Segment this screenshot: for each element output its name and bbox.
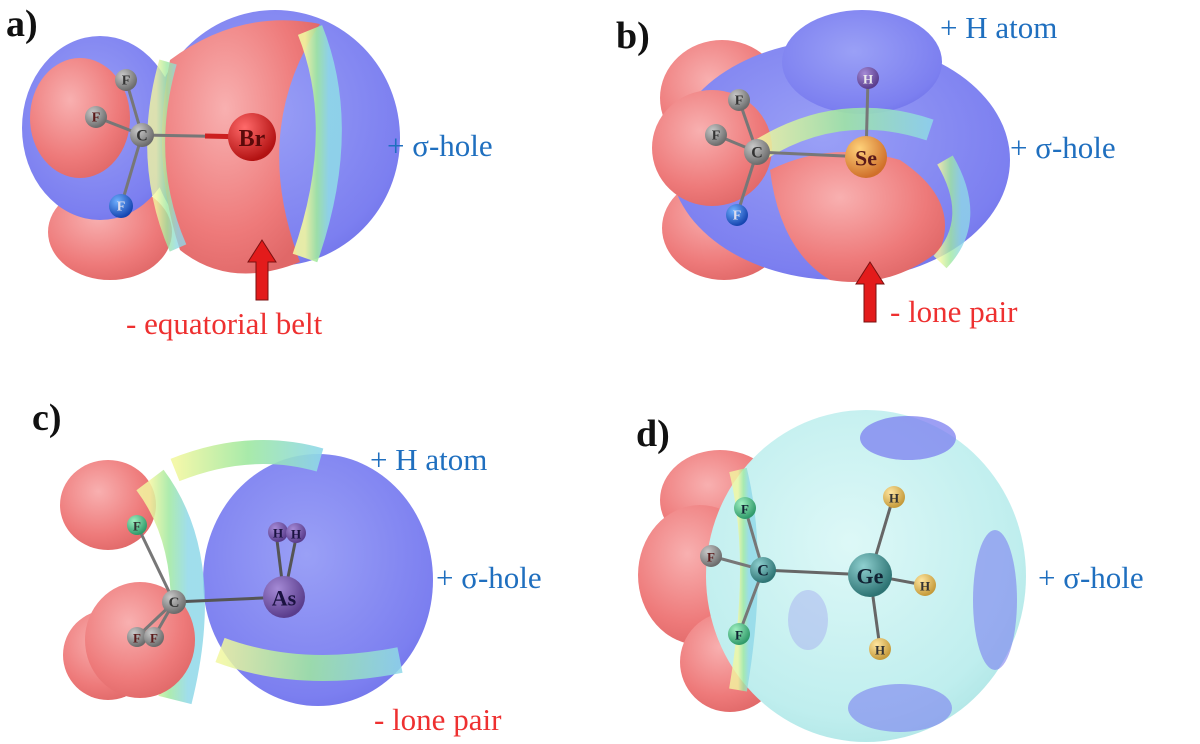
svg-text:F: F bbox=[133, 631, 141, 646]
panel-c-label: c) bbox=[32, 397, 62, 439]
panel-b-molecule: Se H C F F F bbox=[705, 67, 887, 226]
arsenic-atom: As bbox=[263, 576, 305, 618]
germanium-atom: Ge bbox=[848, 553, 892, 597]
fluorine-atom: F bbox=[109, 194, 133, 218]
fluorine-atom: F bbox=[705, 124, 727, 146]
fluorine-atom: F bbox=[127, 515, 147, 535]
sigma-hole-label: + σ-hole bbox=[436, 560, 542, 595]
svg-text:C: C bbox=[757, 563, 769, 580]
carbon-atom: C bbox=[750, 557, 776, 583]
carbon-atom: C bbox=[744, 139, 770, 165]
panel-a-molecule: Br C F F F bbox=[85, 69, 276, 218]
fluorine-atom: F bbox=[115, 69, 137, 91]
svg-text:F: F bbox=[150, 631, 158, 646]
fluorine-atom: F bbox=[127, 627, 147, 647]
svg-text:F: F bbox=[117, 200, 126, 215]
hydrogen-atom: H bbox=[286, 523, 306, 543]
sigma-hole-label: + σ-hole bbox=[1038, 560, 1144, 595]
fluorine-atom: F bbox=[144, 627, 164, 647]
svg-text:F: F bbox=[133, 519, 141, 534]
panel-b-surface bbox=[652, 10, 1010, 282]
svg-text:C: C bbox=[136, 128, 148, 145]
panel-d: d) Ge H bbox=[636, 410, 1144, 742]
bromine-atom: Br bbox=[228, 113, 276, 161]
panel-d-molecule: Ge H H H C F F bbox=[700, 486, 936, 660]
up-arrow-icon bbox=[855, 261, 885, 323]
lone-pair-label: - lone pair bbox=[890, 294, 1018, 329]
panel-a-label: a) bbox=[6, 3, 38, 45]
svg-text:H: H bbox=[291, 527, 301, 542]
panel-c-surface bbox=[60, 440, 433, 706]
hydrogen-atom: H bbox=[914, 574, 936, 596]
panel-a: a) Br C F bbox=[6, 3, 493, 341]
fluorine-atom: F bbox=[85, 106, 107, 128]
panel-c-molecule: As H H C F F F bbox=[127, 515, 306, 647]
sigma-hole-label: + σ-hole bbox=[1010, 130, 1116, 165]
panel-d-surface bbox=[638, 410, 1026, 742]
svg-text:Ge: Ge bbox=[857, 564, 884, 589]
lone-pair-label: - lone pair bbox=[374, 702, 502, 737]
svg-text:F: F bbox=[741, 502, 749, 517]
svg-text:H: H bbox=[875, 643, 885, 658]
hydrogen-atom: H bbox=[883, 486, 905, 508]
h-atom-label: + H atom bbox=[940, 10, 1057, 45]
svg-text:F: F bbox=[707, 550, 715, 565]
fluorine-atom: F bbox=[728, 89, 750, 111]
hydrogen-atom: H bbox=[857, 67, 879, 89]
svg-text:F: F bbox=[733, 209, 742, 224]
svg-text:F: F bbox=[735, 628, 743, 643]
panel-b-label: b) bbox=[616, 15, 650, 57]
fluorine-atom: F bbox=[700, 545, 722, 567]
svg-text:F: F bbox=[712, 129, 721, 144]
svg-text:H: H bbox=[920, 579, 930, 594]
panel-b: b) Se H bbox=[616, 10, 1116, 329]
svg-text:Se: Se bbox=[855, 146, 877, 171]
svg-text:F: F bbox=[92, 111, 101, 126]
fluorine-atom: F bbox=[728, 623, 750, 645]
carbon-atom: C bbox=[162, 590, 186, 614]
h-atom-label: + H atom bbox=[370, 442, 487, 477]
hydrogen-atom: H bbox=[869, 638, 891, 660]
svg-text:H: H bbox=[889, 491, 899, 506]
svg-text:F: F bbox=[122, 74, 131, 89]
selenium-atom: Se bbox=[845, 136, 887, 178]
hydrogen-atom: H bbox=[268, 522, 288, 542]
svg-text:H: H bbox=[863, 72, 873, 87]
sigma-hole-label: + σ-hole bbox=[387, 128, 493, 163]
panel-c: c) As H bbox=[32, 397, 542, 737]
svg-text:C: C bbox=[751, 145, 763, 162]
fluorine-atom: F bbox=[726, 204, 748, 226]
equatorial-belt-label: - equatorial belt bbox=[126, 306, 323, 341]
svg-text:H: H bbox=[273, 526, 283, 541]
panel-a-surface bbox=[22, 10, 400, 280]
fluorine-atom: F bbox=[734, 497, 756, 519]
svg-text:Br: Br bbox=[239, 126, 266, 152]
svg-text:F: F bbox=[735, 94, 744, 109]
svg-text:C: C bbox=[169, 595, 180, 611]
panel-d-label: d) bbox=[636, 413, 670, 455]
carbon-atom: C bbox=[130, 123, 154, 147]
svg-text:As: As bbox=[272, 586, 297, 611]
up-arrow-icon bbox=[247, 239, 277, 301]
